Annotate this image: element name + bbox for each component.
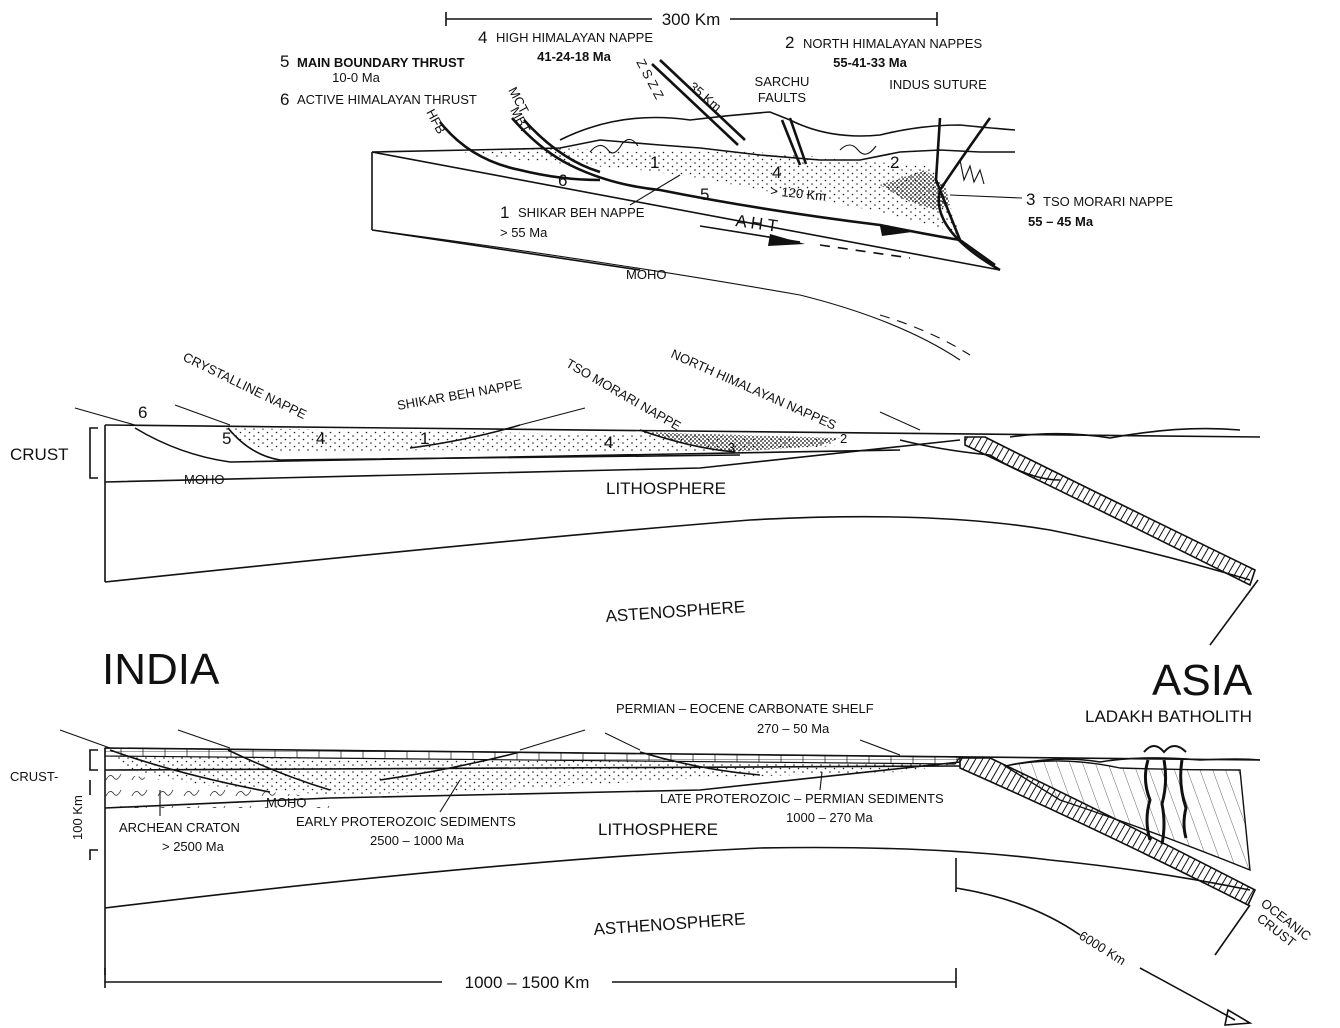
top-thrust-zszz-2 [652, 64, 738, 145]
top-nappe-body [462, 148, 960, 235]
bot-right-edge [1215, 905, 1250, 955]
bot-asthenosphere-label: ASTHENOSPHERE [593, 909, 746, 939]
top-thrust-6-num: 6 [280, 90, 289, 109]
top-nappe-3-leader [950, 195, 1022, 198]
top-nappe-1-leader [630, 175, 680, 205]
bot-permian-eocene-label: PERMIAN – EOCENE CARBONATE SHELF [616, 701, 874, 716]
top-35km-label: 35 Km [686, 79, 724, 115]
mid-unit-2: 2 [840, 431, 847, 446]
bot-6000-label: 6000 Km [1076, 928, 1128, 968]
top-thrust-5-name: MAIN BOUNDARY THRUST [297, 55, 465, 70]
top-unit-4: 4 [772, 163, 781, 182]
bot-ladakh-label: LADAKH BATHOLITH [1085, 707, 1252, 726]
top-thrust-6-name: ACTIVE HIMALAYAN THRUST [297, 92, 477, 107]
bot-crust-bracket [90, 750, 98, 770]
bot-late-prot-leader [820, 772, 822, 790]
bot-litho-base [105, 848, 1250, 909]
top-nappe-4-name: HIGH HIMALAYAN NAPPE [496, 30, 653, 45]
bot-width-label: 1000 – 1500 Km [465, 973, 590, 992]
bot-crust-label: CRUST- [10, 769, 58, 784]
top-nappe-2-name: NORTH HIMALAYAN NAPPES [803, 36, 982, 51]
top-nappe-3-num: 3 [1026, 190, 1035, 209]
top-moho-label: MOHO [626, 267, 666, 282]
top-scale-bar: 300 Km [446, 10, 937, 29]
mid-right-edge [1210, 580, 1258, 645]
mid-tso-label: TSO MORARI NAPPE [564, 356, 684, 434]
bot-6000-curve-b [1140, 968, 1235, 1020]
top-indus-label: INDUS SUTURE [889, 77, 987, 92]
bottom-section: LADAKH BATHOLITH PERMIAN – EOCENE CARBON… [10, 701, 1314, 1025]
bot-late-prot-label: LATE PROTEROZOIC – PERMIAN SEDIMENTS [660, 791, 944, 806]
top-thrust-5-num: 5 [280, 52, 289, 71]
bot-6000-curve-a [956, 888, 1080, 935]
top-scale-label: 300 Km [662, 10, 721, 29]
asia-label: ASIA [1152, 656, 1253, 705]
mid-lithosphere-label: LITHOSPHERE [606, 479, 726, 498]
top-nappe-2-num: 2 [785, 33, 794, 52]
bot-archean-label: ARCHEAN CRATON [119, 820, 240, 835]
bot-batholith-caps [1144, 746, 1186, 752]
bot-late-prot-age: 1000 – 270 Ma [786, 810, 874, 825]
top-unit-5: 5 [700, 185, 709, 204]
top-moho-line [372, 230, 960, 360]
top-aht-dashed [820, 245, 910, 258]
top-nappe-3-name: TSO MORARI NAPPE [1043, 194, 1173, 209]
top-nappe-4-num: 4 [478, 28, 487, 47]
top-thrust-5-ages: 10-0 Ma [332, 70, 380, 85]
mid-crust-bracket [90, 428, 98, 478]
top-unit-1: 1 [650, 153, 659, 172]
mid-shikar-label: SHIKAR BEH NAPPE [396, 376, 523, 413]
bot-lithosphere-label: LITHOSPHERE [598, 820, 718, 839]
bot-6000-arrowhead [1225, 1010, 1250, 1025]
bot-early-prot-age: 2500 – 1000 Ma [370, 833, 465, 848]
middle-section: CRYSTALLINE NAPPE SHIKAR BEH NAPPE TSO M… [10, 346, 1260, 645]
mid-litho-base [105, 517, 1250, 582]
bot-asia-wedge [1005, 761, 1250, 870]
mid-astenosphere-label: ASTENOSPHERE [605, 597, 746, 626]
mid-slab-hatched [965, 437, 1255, 585]
mid-unit-1: 1 [420, 429, 429, 448]
top-nappe-4-ages: 41-24-18 Ma [537, 49, 611, 64]
top-nappe-1-name: SHIKAR BEH NAPPE [518, 205, 645, 220]
top-nappe-3-ages: 55 – 45 Ma [1028, 214, 1094, 229]
top-unit-6: 6 [558, 171, 567, 190]
top-hfb-label: HFB [423, 106, 448, 136]
mid-unit-5: 5 [222, 429, 231, 448]
bot-early-prot-label: EARLY PROTEROZOIC SEDIMENTS [296, 814, 516, 829]
top-nappe-1-ages: > 55 Ma [500, 225, 548, 240]
bot-permian-eocene-age: 270 – 50 Ma [757, 721, 830, 736]
bot-archean-age: > 2500 Ma [162, 839, 225, 854]
bot-depth-label: 100 Km [70, 795, 85, 840]
mid-unit-4b: 4 [604, 433, 613, 452]
mid-unit-3: 3 [728, 440, 735, 455]
mid-moho-label: MOHO [184, 472, 224, 487]
top-section: 300 Km 4 HIGH HIMALAYAN NAPPE 4 1 [280, 10, 1173, 360]
mid-crystalline-label: CRYSTALLINE NAPPE [181, 349, 310, 422]
top-sarchu-line2: FAULTS [758, 90, 806, 105]
mid-unit-4a: 4 [316, 429, 325, 448]
top-aht-arrowhead [768, 234, 805, 246]
top-moho-dashed [880, 315, 970, 355]
mid-crust-label: CRUST [10, 445, 69, 464]
india-label: INDIA [102, 645, 220, 694]
mid-north-label: NORTH HIMALAYAN NAPPES [669, 346, 839, 433]
mid-unit-6: 6 [138, 403, 147, 422]
bot-moho-label: MOHO [266, 795, 306, 810]
top-sarchu-line1: SARCHU [755, 74, 810, 89]
bot-depth-bracket [90, 780, 98, 860]
top-nappe-1-num: 1 [500, 203, 509, 222]
top-nappe-2-ages: 55-41-33 Ma [833, 55, 907, 70]
top-unit-2: 2 [890, 153, 899, 172]
